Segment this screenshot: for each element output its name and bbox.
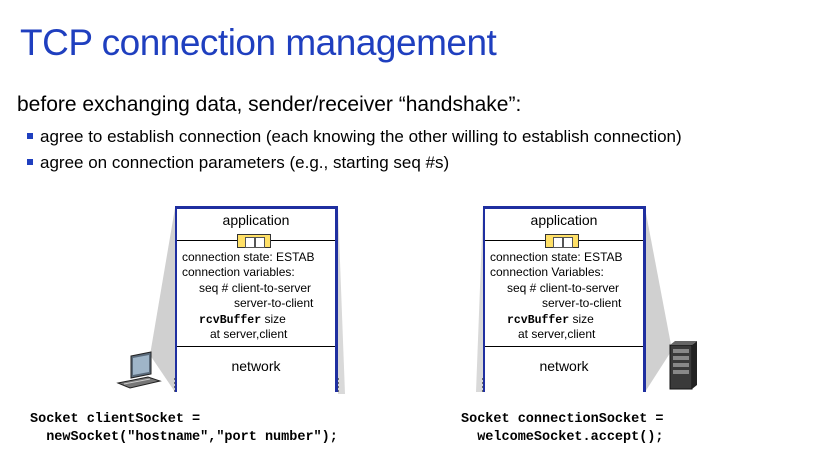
client-perspective-shade [150, 208, 175, 392]
connection-variables-label: connection Variables: [490, 265, 604, 279]
connection-state: connection state: ESTAB [182, 250, 315, 264]
server-perspective-shade-right [645, 208, 672, 392]
client-perspective-shade-right [338, 208, 345, 394]
client-network-layer: network [231, 358, 281, 374]
connection-state: connection state: ESTAB [490, 250, 623, 264]
rcvbuffer-line: rcvBuffer size [507, 312, 594, 327]
laptop-icon [116, 351, 162, 389]
bullet-item: agree on connection parameters (e.g., st… [27, 150, 682, 176]
server-connection-vars: connection state: ESTAB connection Varia… [485, 241, 643, 347]
at-server-client: at server,client [518, 327, 596, 341]
server-network-layer: network [539, 358, 589, 374]
at-server-client: at server,client [210, 327, 288, 341]
bullet-list: agree to establish connection (each know… [27, 124, 682, 176]
server-socket-code: Socket connectionSocket = welcomeSocket.… [461, 412, 664, 445]
seq-label: seq # client-to-server [507, 281, 620, 295]
server-perspective-shade [476, 208, 483, 392]
seq-server-to-client: server-to-client [234, 296, 314, 310]
seq-label: seq # client-to-server [199, 281, 312, 295]
seq-server-to-client: server-to-client [542, 296, 622, 310]
client-protocol-stack: application connection state: ESTAB conn… [175, 206, 338, 392]
client-connection-vars: connection state: ESTAB connection varia… [177, 241, 335, 347]
client-socket-code: Socket clientSocket = newSocket("hostnam… [30, 412, 338, 445]
connection-variables-label: connection variables: [182, 265, 295, 279]
rcvbuffer-line: rcvBuffer size [199, 312, 286, 327]
bullet-square-icon [27, 133, 33, 139]
slide-title: TCP connection management [20, 22, 497, 63]
server-protocol-stack: application connection state: ESTAB conn… [483, 206, 646, 392]
socket-icon [545, 234, 579, 248]
bullet-item: agree to establish connection (each know… [27, 124, 682, 150]
intro-text: before exchanging data, sender/receiver … [17, 93, 522, 116]
socket-icon [237, 234, 271, 248]
server-icon [669, 341, 697, 390]
bullet-square-icon [27, 159, 33, 165]
